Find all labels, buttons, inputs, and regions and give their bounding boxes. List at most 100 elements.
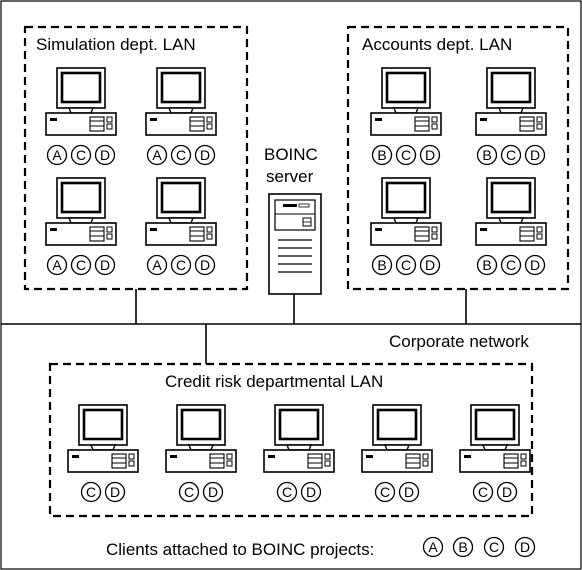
button bbox=[206, 226, 213, 233]
project-badge-c: C bbox=[395, 254, 417, 276]
badge-circle bbox=[178, 481, 200, 503]
button bbox=[431, 233, 438, 240]
project-letter: D bbox=[100, 257, 110, 273]
badge-circle bbox=[524, 144, 546, 166]
power-light bbox=[375, 228, 382, 231]
button bbox=[106, 123, 113, 130]
badge-circle bbox=[419, 144, 441, 166]
project-letter: C bbox=[76, 257, 86, 273]
badge-circle bbox=[476, 254, 498, 276]
system-unit bbox=[263, 449, 335, 473]
project-letter: D bbox=[520, 539, 530, 555]
monitor-screen bbox=[376, 408, 418, 441]
project-letter: C bbox=[478, 484, 488, 500]
badge-circle bbox=[452, 536, 474, 558]
credit-risk-client-computer bbox=[67, 404, 139, 473]
simulation-client-computer bbox=[45, 67, 117, 136]
project-letter: C bbox=[401, 147, 411, 163]
badge-circle bbox=[514, 536, 536, 558]
drive-bay bbox=[111, 453, 127, 469]
project-badge-a: A bbox=[146, 254, 168, 276]
project-letter: D bbox=[208, 484, 218, 500]
project-letter: C bbox=[86, 484, 96, 500]
power-light bbox=[366, 455, 373, 458]
badge-circle bbox=[300, 481, 322, 503]
simulation-lan-boundary bbox=[23, 25, 249, 291]
drive-bay bbox=[503, 453, 519, 469]
badge-circle bbox=[476, 144, 498, 166]
project-badge-d: D bbox=[524, 144, 546, 166]
power-light bbox=[50, 228, 57, 231]
monitor-screen bbox=[490, 71, 532, 104]
monitor-screen bbox=[474, 408, 516, 441]
system-unit bbox=[370, 112, 442, 136]
project-letter: A bbox=[152, 257, 162, 273]
project-letter: C bbox=[506, 147, 516, 163]
button bbox=[106, 226, 113, 233]
button bbox=[206, 116, 213, 123]
accounts-lan-title: Accounts dept. LAN bbox=[362, 35, 513, 54]
project-badge-a: A bbox=[46, 254, 68, 276]
system-unit bbox=[475, 222, 547, 246]
button bbox=[128, 453, 135, 460]
simulation-client-computer bbox=[45, 177, 117, 246]
badge-circle bbox=[276, 481, 298, 503]
button bbox=[422, 460, 429, 467]
monitor-screen bbox=[180, 408, 222, 441]
accounts-client-computer bbox=[370, 177, 442, 246]
simulation-client-computer bbox=[145, 177, 217, 246]
legend-label: Clients attached to BOINC projects: bbox=[106, 540, 375, 559]
project-badge-c: C bbox=[500, 144, 522, 166]
project-letter: B bbox=[377, 147, 386, 163]
power-light bbox=[72, 455, 79, 458]
badge-circle bbox=[170, 254, 192, 276]
project-badge-d: D bbox=[496, 481, 518, 503]
credit-risk-client-computer bbox=[361, 404, 433, 473]
monitor-screen bbox=[82, 408, 124, 441]
power-light bbox=[170, 455, 177, 458]
credit-risk-client-computer bbox=[165, 404, 237, 473]
badge-circle bbox=[371, 144, 393, 166]
power-light bbox=[480, 228, 487, 231]
button bbox=[520, 453, 527, 460]
power-light bbox=[268, 455, 275, 458]
project-badge-d: D bbox=[202, 481, 224, 503]
boinc-server-icon bbox=[268, 193, 322, 295]
project-letter: D bbox=[100, 147, 110, 163]
project-badge-c: C bbox=[472, 481, 494, 503]
badge-circle bbox=[80, 481, 102, 503]
project-badge-d: D bbox=[419, 144, 441, 166]
project-letter: C bbox=[176, 257, 186, 273]
badge-circle bbox=[104, 481, 126, 503]
monitor-screen bbox=[278, 408, 320, 441]
system-unit bbox=[370, 222, 442, 246]
badge-circle bbox=[94, 254, 116, 276]
drive-bay bbox=[414, 116, 430, 132]
project-badge-c: C bbox=[276, 481, 298, 503]
monitor-screen bbox=[385, 181, 427, 214]
project-letter: A bbox=[428, 539, 438, 555]
monitor-screen bbox=[385, 71, 427, 104]
server-indicator bbox=[283, 204, 297, 207]
badge-circle bbox=[483, 536, 505, 558]
project-letter: D bbox=[530, 147, 540, 163]
accounts-client-computer bbox=[475, 177, 547, 246]
project-letter: D bbox=[200, 257, 210, 273]
drive-bay bbox=[189, 116, 205, 132]
monitor-screen bbox=[490, 181, 532, 214]
project-letter: C bbox=[184, 484, 194, 500]
credit-risk-lan-boundary bbox=[48, 362, 534, 518]
simulation-client-computer bbox=[145, 67, 217, 136]
project-letter: D bbox=[110, 484, 120, 500]
project-letter: B bbox=[482, 257, 491, 273]
monitor-screen bbox=[160, 71, 202, 104]
power-light bbox=[480, 118, 487, 121]
legend-badge-a: A bbox=[422, 536, 444, 558]
badge-circle bbox=[419, 254, 441, 276]
badge-circle bbox=[146, 254, 168, 276]
badge-circle bbox=[500, 254, 522, 276]
badge-circle bbox=[194, 144, 216, 166]
badge-circle bbox=[94, 144, 116, 166]
project-badge-b: B bbox=[476, 144, 498, 166]
